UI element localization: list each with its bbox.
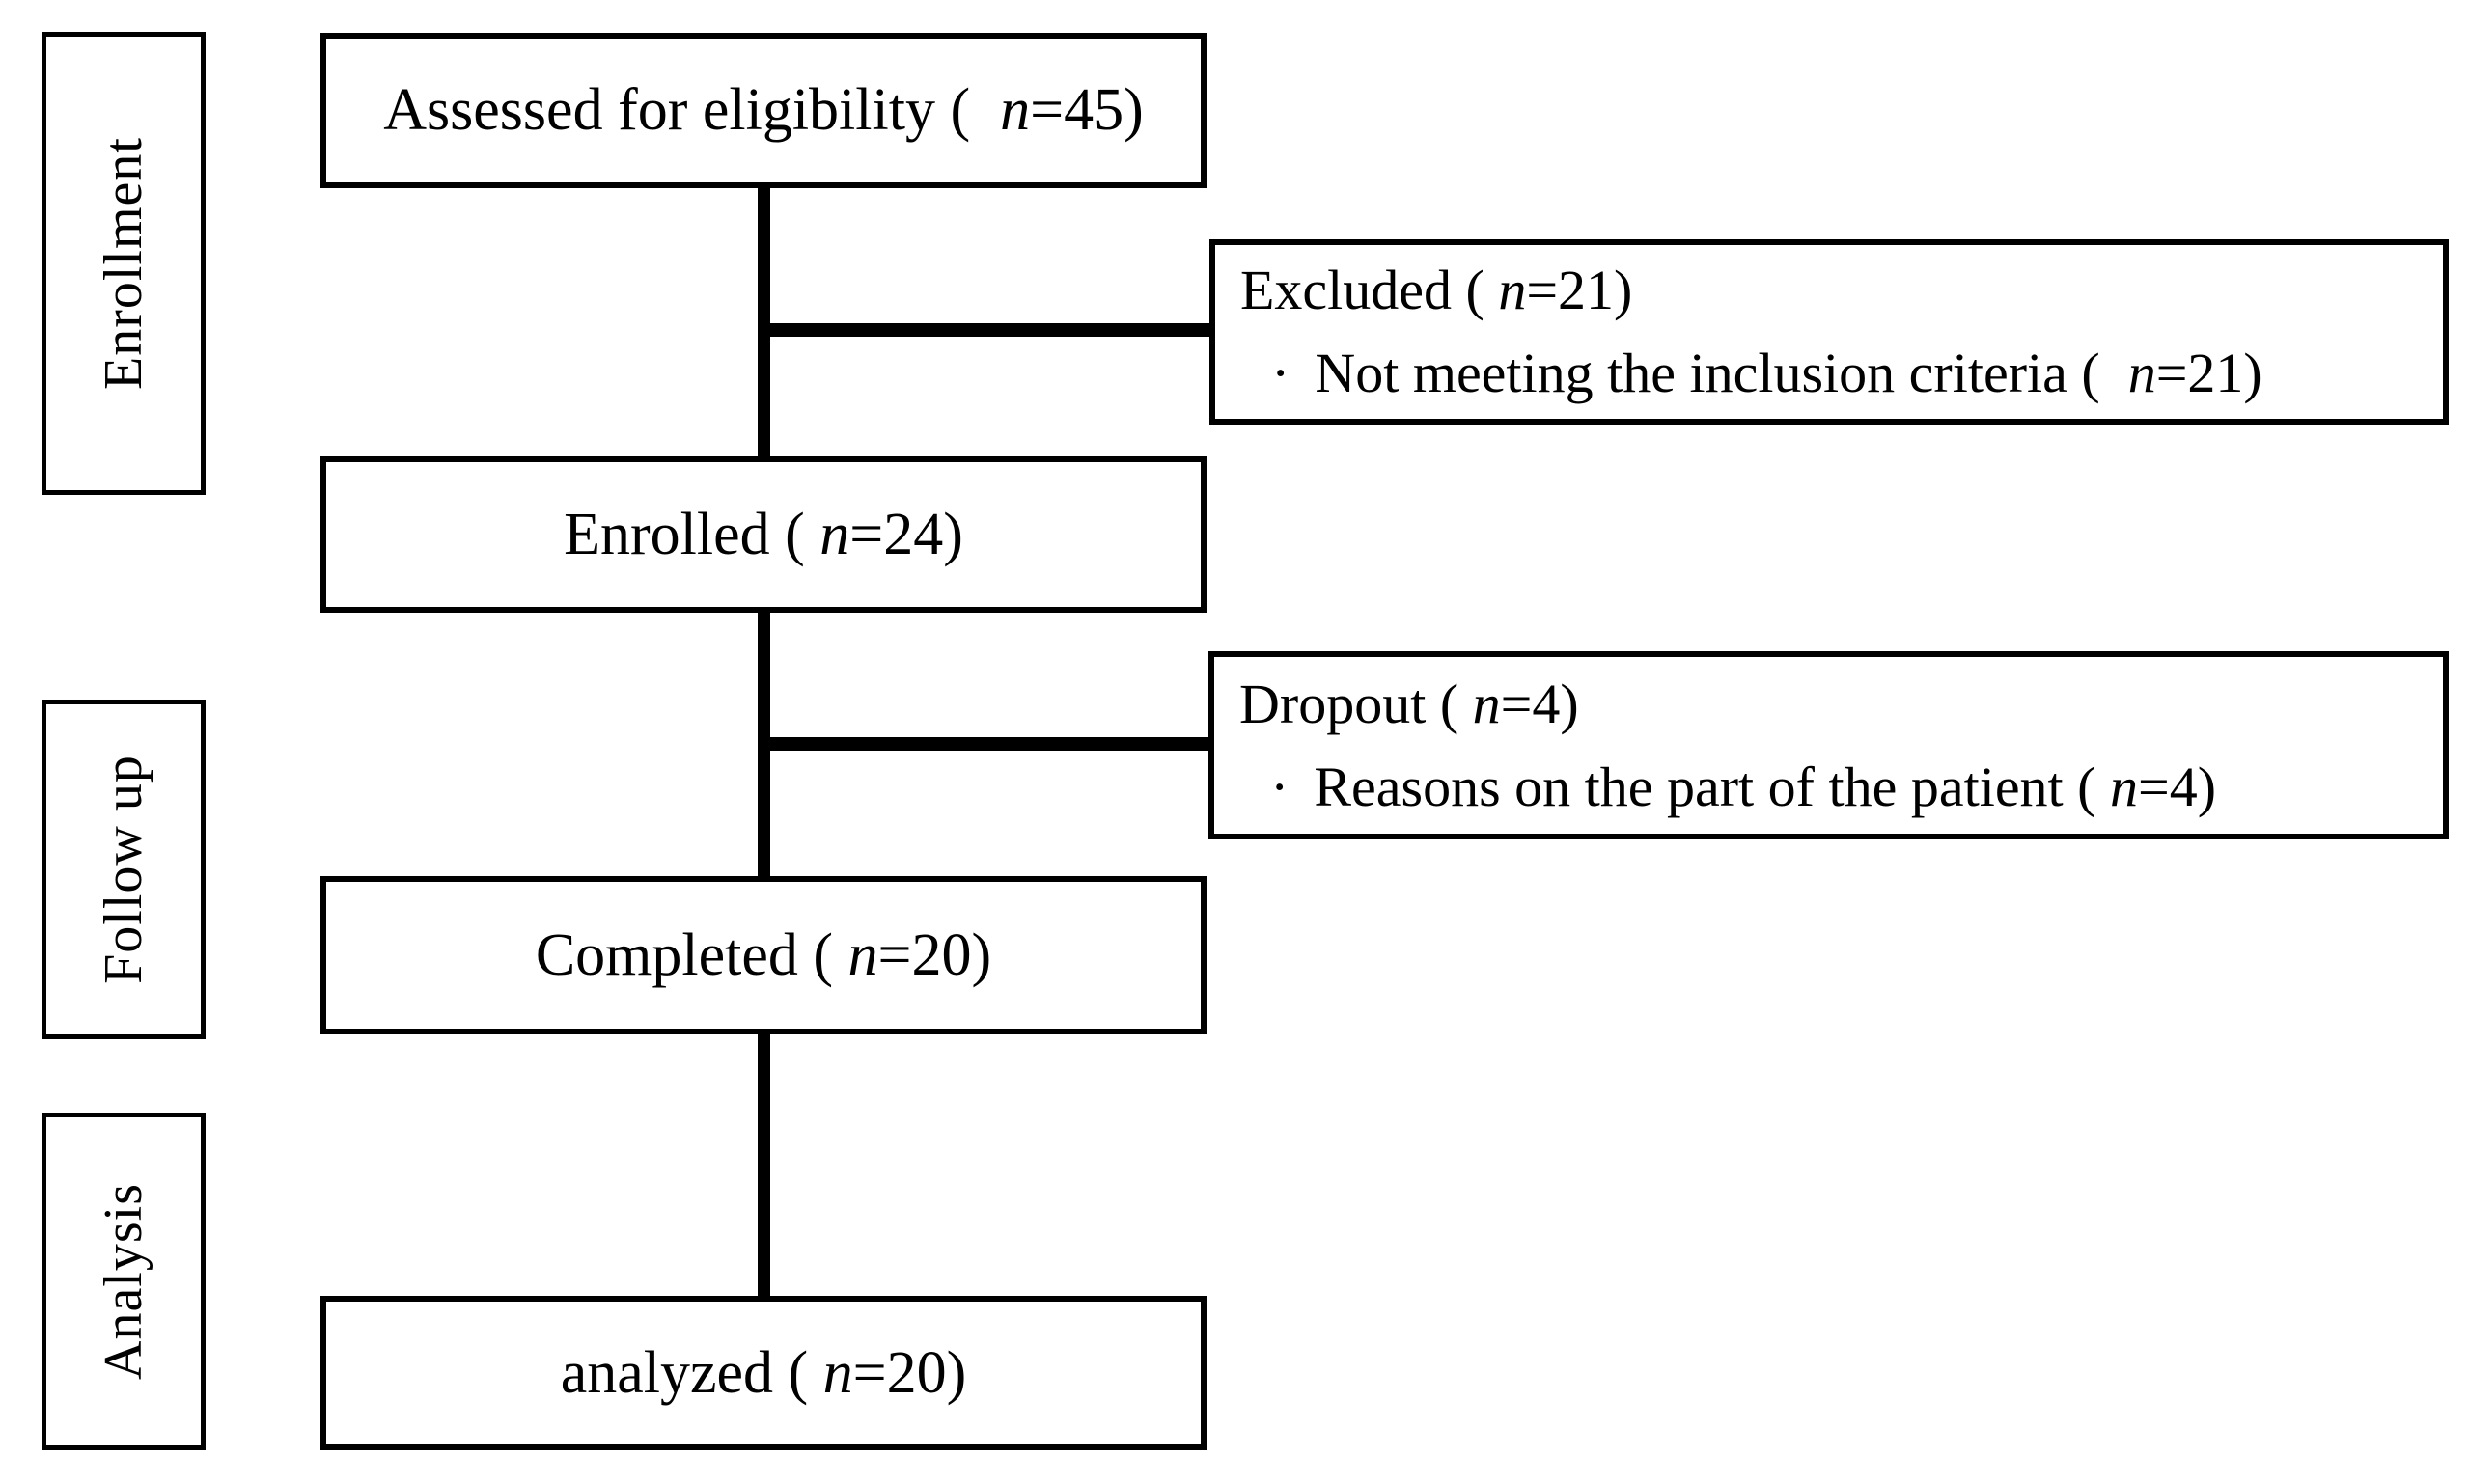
dropout-reason-pre: Reasons on the part of the patient ( bbox=[1314, 755, 2110, 818]
flow-label-completed: Completed ( n=20) bbox=[536, 921, 991, 990]
excluded-n-variable: n bbox=[1498, 259, 1527, 321]
analyzed-text-pre: analyzed ( bbox=[560, 1339, 823, 1406]
completed-text-post: =20) bbox=[877, 921, 992, 988]
stage-label-follow-up: Follow up bbox=[94, 755, 154, 984]
analyzed-text-post: =20) bbox=[852, 1339, 967, 1406]
flow-label-assessed: Assessed for eligibility ( n=45) bbox=[383, 76, 1144, 145]
excluded-reason: · Not meeting the inclusion criteria ( n=… bbox=[1215, 332, 2443, 415]
dropout-title-pre: Dropout ( bbox=[1239, 672, 1473, 735]
connector-horizontal-dropout bbox=[758, 737, 1210, 751]
excluded-title-pre: Excluded ( bbox=[1240, 259, 1499, 321]
analyzed-n-variable: n bbox=[822, 1339, 853, 1406]
flow-label-enrolled: Enrolled ( n=24) bbox=[564, 501, 963, 569]
enrolled-text-post: =24) bbox=[849, 501, 963, 567]
dropout-title-post: =4) bbox=[1500, 672, 1579, 735]
stage-box-analysis: Analysis bbox=[42, 1113, 206, 1450]
dropout-reason: · Reasons on the part of the patient ( n=… bbox=[1214, 746, 2443, 829]
flow-box-enrolled: Enrolled ( n=24) bbox=[320, 456, 1207, 613]
excluded-reason-post: =21) bbox=[2155, 342, 2262, 404]
excluded-reason-pre: Not meeting the inclusion criteria ( bbox=[1315, 342, 2128, 404]
bullet-dot-icon: · bbox=[1270, 755, 1290, 818]
flow-box-analyzed: analyzed ( n=20) bbox=[320, 1296, 1207, 1450]
dropout-n-variable: n bbox=[1472, 672, 1501, 735]
enrolled-text-pre: Enrolled ( bbox=[564, 501, 820, 567]
dropout-reason-post: =4) bbox=[2138, 755, 2217, 818]
stage-box-follow-up: Follow up bbox=[42, 700, 206, 1039]
flow-box-completed: Completed ( n=20) bbox=[320, 876, 1207, 1034]
assessed-text-post: =45) bbox=[1030, 77, 1144, 143]
flow-box-assessed: Assessed for eligibility ( n=45) bbox=[320, 33, 1207, 188]
stage-box-enrollment: Enrollment bbox=[42, 32, 206, 495]
assessed-n-variable: n bbox=[1000, 77, 1031, 143]
completed-text-pre: Completed ( bbox=[535, 921, 848, 988]
assessed-text-pre: Assessed for eligibility ( bbox=[383, 77, 1001, 143]
side-box-excluded: Excluded ( n=21) ·Not meeting the inclus… bbox=[1209, 239, 2449, 425]
connector-horizontal-excluded bbox=[758, 323, 1211, 337]
bullet-dot-icon: · bbox=[1271, 342, 1290, 404]
excluded-title: Excluded ( n=21) bbox=[1215, 249, 2443, 332]
side-box-dropout: Dropout ( n=4) ·Reasons on the part of t… bbox=[1208, 651, 2449, 839]
dropout-reason-n-variable: n bbox=[2110, 755, 2138, 818]
excluded-reason-n-variable: n bbox=[2127, 342, 2156, 404]
enrolled-n-variable: n bbox=[819, 501, 850, 567]
dropout-title: Dropout ( n=4) bbox=[1214, 663, 2443, 746]
stage-label-enrollment: Enrollment bbox=[94, 137, 154, 390]
connector-vertical-completed-analyzed bbox=[758, 1032, 770, 1300]
excluded-title-post: =21) bbox=[1526, 259, 1633, 321]
completed-n-variable: n bbox=[847, 921, 878, 988]
stage-label-analysis: Analysis bbox=[94, 1183, 153, 1380]
flow-label-analyzed: analyzed ( n=20) bbox=[561, 1339, 967, 1408]
